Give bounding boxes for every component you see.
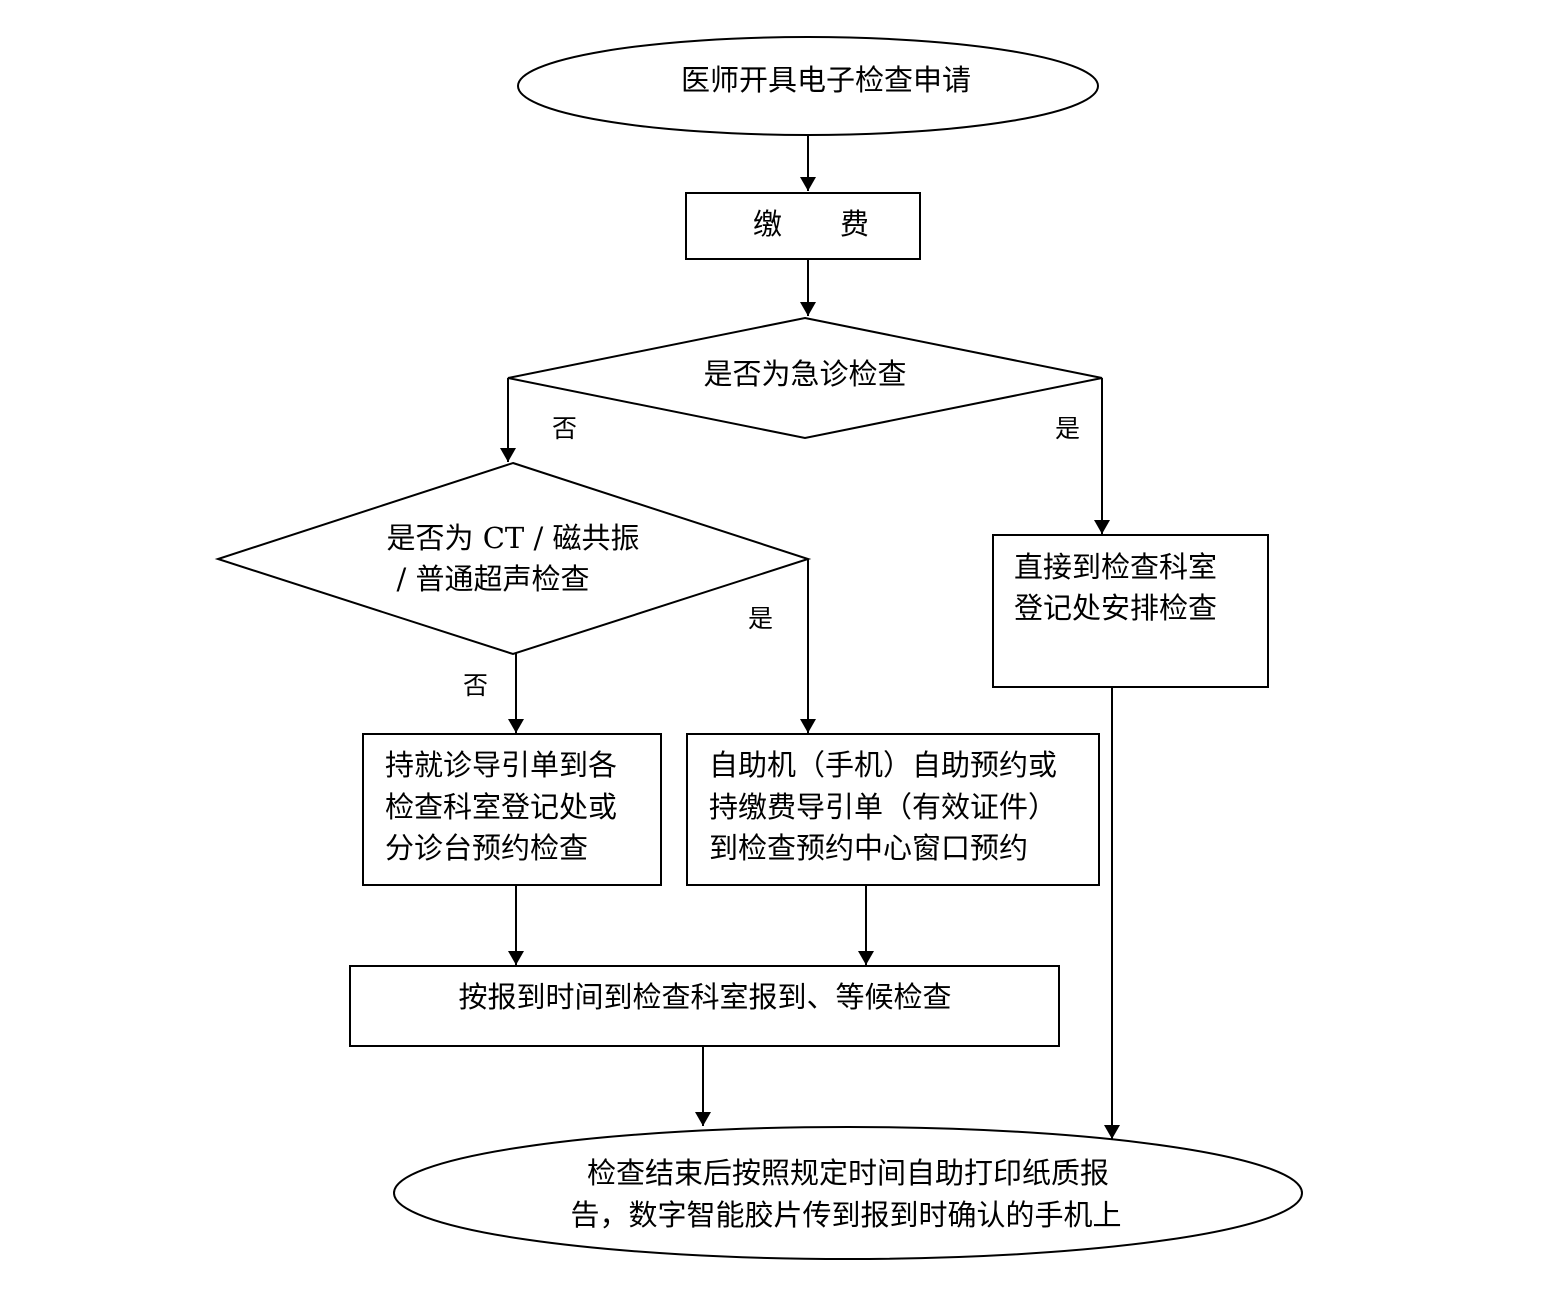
node-start: 医师开具电子检查申请 [517, 36, 1099, 136]
node-ct-mri-decision-line-1: 是否为 CT / 磁共振 [387, 521, 640, 555]
node-direct-registration-line-1: 直接到检查科室 [1014, 550, 1217, 584]
node-payment: 缴 费 [685, 192, 921, 260]
edge-label-ct-yes: 是 [748, 604, 773, 633]
node-self-service-booking-line-2: 持缴费导引单（有效证件） [709, 790, 1057, 824]
node-emergency-decision-line-1: 是否为急诊检查 [703, 357, 906, 391]
node-dept-booking-line-3: 分诊台预约检查 [385, 831, 588, 865]
node-ct-mri-decision: 是否为 CT / 磁共振 / 普通超声检查 [214, 461, 812, 656]
node-payment-line-1: 缴 费 [753, 207, 869, 241]
node-end-line-2: 告，数字智能胶片传到报到时确认的手机上 [570, 1198, 1121, 1232]
node-direct-registration-line-2: 登记处安排检查 [1014, 591, 1217, 625]
node-self-service-booking-line-3: 到检查预约中心窗口预约 [709, 831, 1028, 865]
node-ct-mri-decision-line-2: / 普通超声检查 [397, 562, 590, 596]
node-dept-booking-line-2: 检查科室登记处或 [385, 790, 617, 824]
edge-label-ct-no: 否 [463, 671, 488, 700]
node-start-line-1: 医师开具电子检查申请 [681, 63, 971, 97]
node-self-service-booking-line-1: 自助机（手机）自助预约或 [709, 748, 1057, 782]
node-check-in: 按报到时间到检查科室报到、等候检查 [349, 965, 1060, 1047]
edge-label-emergency-yes: 是 [1055, 414, 1080, 443]
node-self-service-booking: 自助机（手机）自助预约或 持缴费导引单（有效证件） 到检查预约中心窗口预约 [686, 733, 1100, 886]
node-dept-booking: 持就诊导引单到各 检查科室登记处或 分诊台预约检查 [362, 733, 662, 886]
node-dept-booking-line-1: 持就诊导引单到各 [385, 748, 617, 782]
node-check-in-line-1: 按报到时间到检查科室报到、等候检查 [458, 980, 951, 1014]
node-end: 检查结束后按照规定时间自助打印纸质报 告，数字智能胶片传到报到时确认的手机上 [393, 1126, 1303, 1260]
edge-label-emergency-no: 否 [552, 414, 577, 443]
node-emergency-decision: 是否为急诊检查 [507, 316, 1103, 440]
node-direct-registration: 直接到检查科室 登记处安排检查 [992, 534, 1269, 688]
node-end-line-1: 检查结束后按照规定时间自助打印纸质报 [587, 1156, 1109, 1190]
